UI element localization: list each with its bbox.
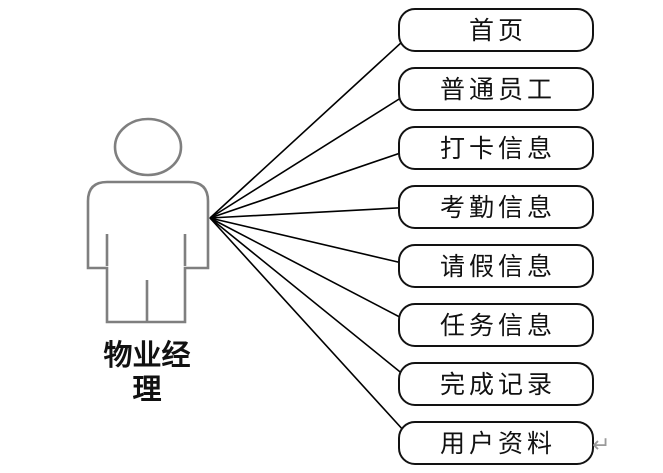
actor-body — [86, 180, 210, 324]
connector-line-completion-record — [209, 217, 416, 385]
usecase-node-home: 首页 — [398, 8, 594, 52]
usecase-label: 考勤信息 — [439, 192, 556, 222]
usecase-label: 首页 — [468, 15, 527, 45]
paragraph-return-mark-icon: ↵ — [592, 433, 611, 458]
connector-lines — [209, 29, 416, 444]
actor-head — [113, 117, 183, 177]
usecase-label: 请假信息 — [439, 251, 556, 281]
usecase-node-completion-record: 完成记录 — [398, 362, 594, 406]
connector-line-leave-info — [209, 217, 416, 267]
usecase-label: 普通员工 — [439, 74, 556, 104]
usecase-label: 完成记录 — [439, 369, 556, 399]
usecase-node-task-info: 任务信息 — [398, 303, 594, 347]
usecase-node-attendance-info: 考勤信息 — [398, 185, 594, 229]
usecase-label: 任务信息 — [439, 310, 556, 340]
connector-line-home — [209, 29, 416, 219]
usecase-label: 用户资料 — [439, 428, 556, 458]
usecase-label: 打卡信息 — [439, 133, 556, 163]
usecase-node-clockin-info: 打卡信息 — [398, 126, 594, 170]
connector-line-clockin-info — [209, 147, 416, 219]
usecase-node-regular-staff: 普通员工 — [398, 67, 594, 111]
connector-line-attendance-info — [209, 206, 416, 219]
connector-line-task-info — [209, 217, 416, 326]
usecase-node-user-profile: 用户资料 — [398, 421, 594, 465]
connector-line-user-profile — [209, 217, 416, 444]
actor-name-label: 物业经 理 — [76, 338, 218, 406]
actor-name-line1: 物业经 — [103, 338, 191, 372]
usecase-node-leave-info: 请假信息 — [398, 244, 594, 288]
connector-line-regular-staff — [209, 88, 416, 219]
actor-name-line2: 理 — [132, 372, 162, 406]
actor-figure-icon — [86, 117, 210, 324]
